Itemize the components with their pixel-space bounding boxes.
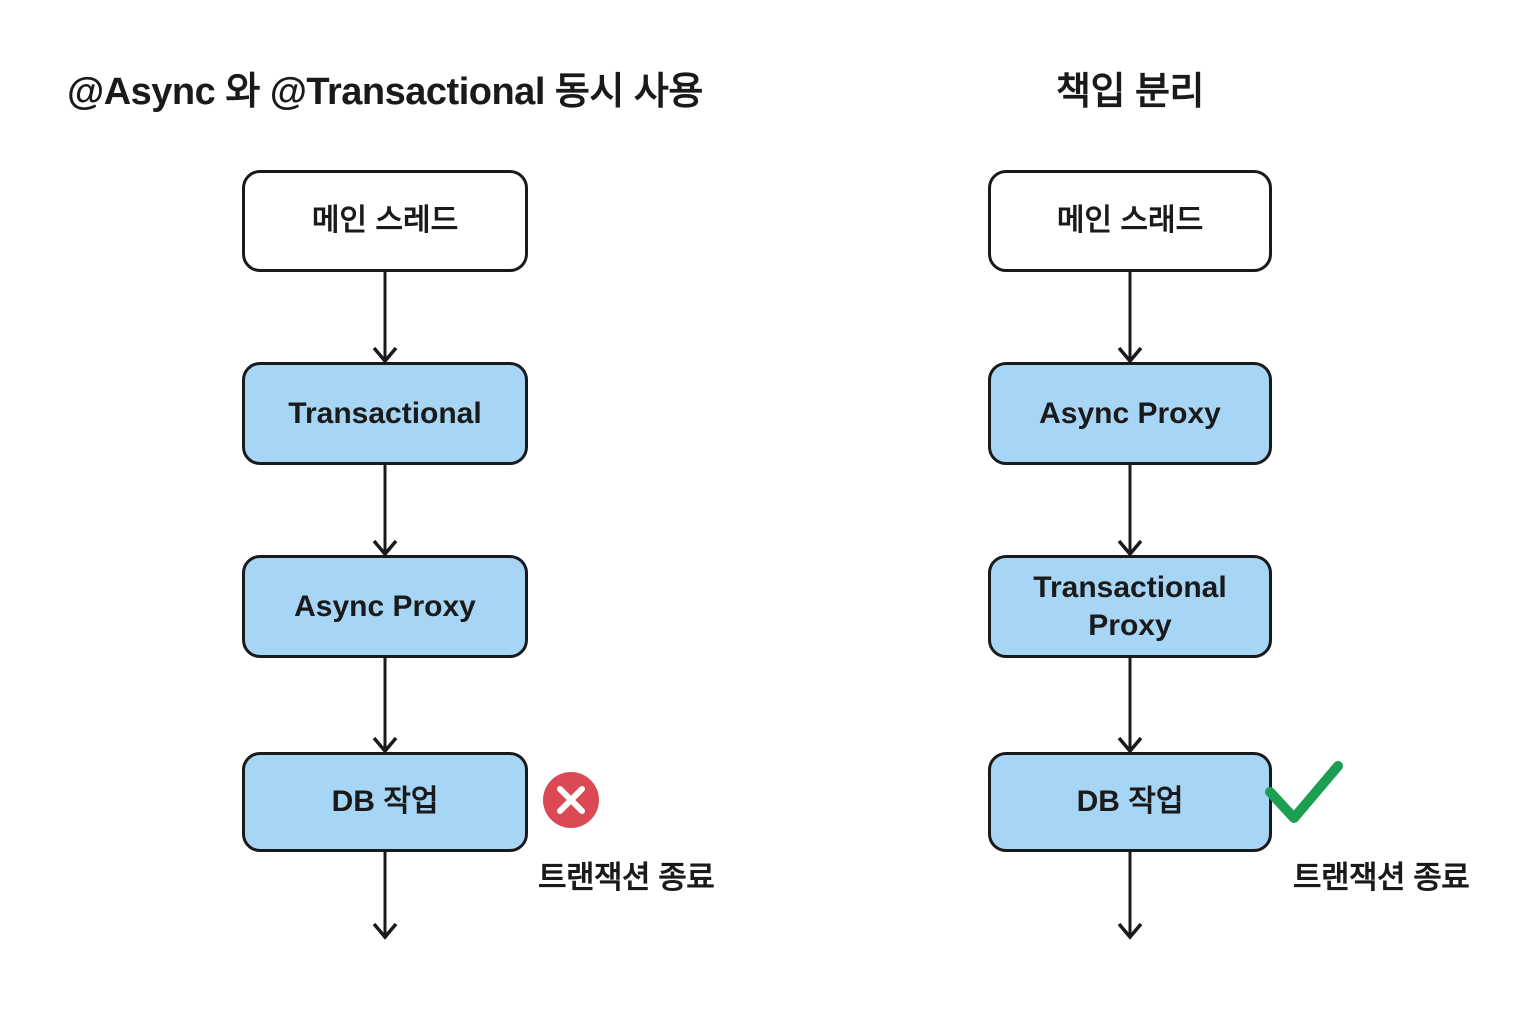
node-label: 메인 스래드: [1056, 204, 1204, 238]
flow-arrow: [1117, 272, 1143, 364]
flow-node-transactional-proxy: Transactional Proxy: [988, 555, 1272, 658]
flow-arrow-tail: [1117, 852, 1143, 940]
flow-node-async-proxy-left: Async Proxy: [242, 555, 528, 658]
flow-arrow: [372, 658, 398, 754]
node-label: Transactional Proxy: [1033, 571, 1227, 642]
node-label: DB 작업: [331, 785, 439, 819]
transaction-end-label-left: 트랜잭션 종료: [538, 860, 715, 895]
flow-node-db-work-right: DB 작업: [988, 752, 1272, 852]
left-diagram-title: @Async 와 @Transactional 동시 사용: [67, 71, 703, 113]
flow-node-main-thread-left: 메인 스레드: [242, 170, 528, 272]
transaction-end-label-right: 트랜잭션 종료: [1293, 860, 1470, 895]
node-label: Async Proxy: [294, 589, 476, 623]
flow-node-transactional: Transactional: [242, 362, 528, 465]
flow-arrow: [372, 465, 398, 557]
error-x-icon: [543, 772, 599, 828]
node-label: DB 작업: [1076, 785, 1184, 819]
node-label: Async Proxy: [1039, 396, 1221, 430]
flow-node-db-work-left: DB 작업: [242, 752, 528, 852]
success-check-icon: [1265, 761, 1343, 823]
flow-node-async-proxy-right: Async Proxy: [988, 362, 1272, 465]
flow-arrow-tail: [372, 852, 398, 940]
flow-node-main-thread-right: 메인 스래드: [988, 170, 1272, 272]
node-label: 메인 스레드: [311, 204, 459, 238]
flow-arrow: [1117, 658, 1143, 754]
flow-arrow: [372, 272, 398, 364]
node-label: Transactional: [288, 396, 482, 430]
flow-arrow: [1117, 465, 1143, 557]
right-diagram-title: 책입 분리: [1056, 71, 1204, 113]
